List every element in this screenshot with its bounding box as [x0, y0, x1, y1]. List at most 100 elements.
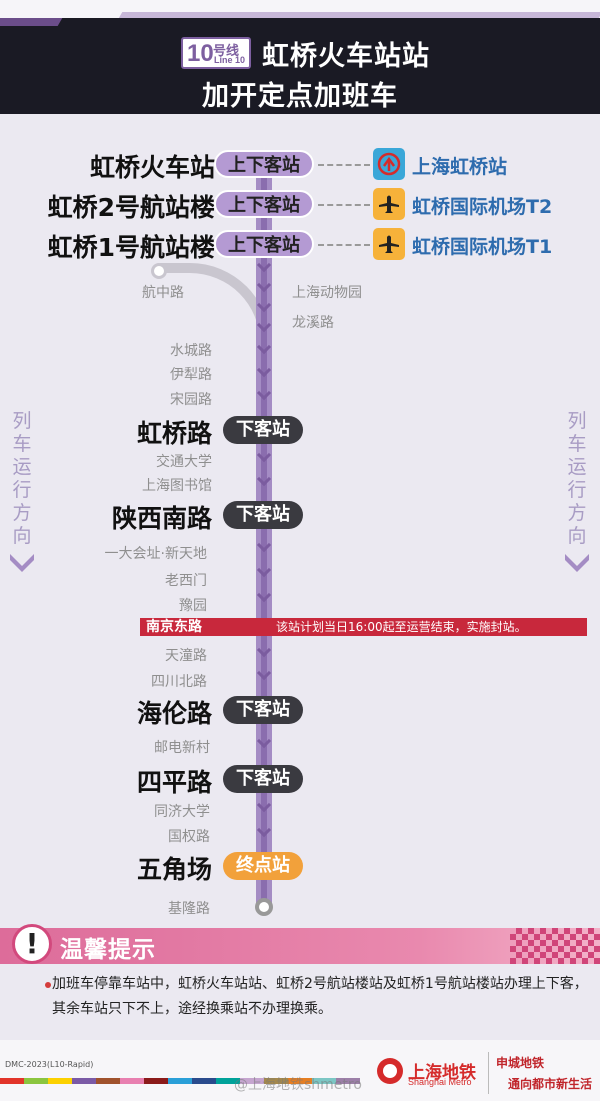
logo-cn: 上海地铁: [408, 1063, 476, 1083]
line-color-bar: [24, 1078, 48, 1084]
station-minor: 一大会址·新天地: [104, 546, 207, 562]
footer: [0, 1040, 600, 1101]
line-color-bar: [216, 1078, 240, 1084]
pill-down: 下客站: [223, 501, 303, 529]
line-color-bar: [120, 1078, 144, 1084]
line-end-dot: [255, 898, 273, 916]
station-minor: 上海图书馆: [142, 478, 212, 494]
pill-updown: 上下客站: [214, 190, 314, 218]
line-color-bar: [240, 1078, 264, 1084]
logo-en: Shanghai Metro: [408, 1077, 472, 1087]
direction-char: 行: [567, 479, 587, 501]
pill-down: 下客站: [223, 765, 303, 793]
branch-end-dot: [151, 263, 167, 279]
header-top-strip: [0, 0, 600, 20]
line-color-bar: [144, 1078, 168, 1084]
notice-text: 加班车停靠车站中，虹桥火车站站、虹桥2号航站楼站及虹桥1号航站楼站办理上下客，其…: [52, 976, 588, 1017]
line-color-bar: [168, 1078, 192, 1084]
transfer-airport-t2: 虹桥国际机场T2: [412, 196, 553, 218]
document-code: DMC-2023(L10-Rapid): [5, 1060, 94, 1069]
pill-down: 下客站: [223, 416, 303, 444]
station-minor: 天潼路: [165, 648, 207, 664]
notice-title: 温馨提示: [60, 937, 156, 963]
direction-char: 运: [567, 456, 587, 478]
station-minor: 水城路: [170, 343, 212, 359]
transfer-hongqiao-station: 上海虹桥站: [412, 156, 508, 178]
watermark: @上海地铁shmetro: [234, 1077, 362, 1093]
station-minor: 老西门: [165, 573, 207, 589]
direction-char: 向: [12, 525, 32, 547]
station-wujiaochang: 五角场: [136, 855, 212, 884]
branch-line: [160, 263, 270, 343]
direction-char: 运: [12, 456, 32, 478]
station-hongqiao-t2: 虹桥2号航站楼: [47, 193, 215, 222]
line-en: Line 10: [214, 55, 246, 65]
station-longxi-road: 龙溪路: [292, 315, 334, 331]
pill-updown: 上下客站: [214, 230, 314, 258]
line-color-bar: [312, 1078, 336, 1084]
pill-terminal: 终点站: [223, 852, 303, 880]
direction-char: 行: [12, 479, 32, 501]
exclamation-icon: !: [12, 924, 52, 964]
closure-station: 南京东路: [146, 619, 202, 635]
line-cn: 号线: [213, 44, 240, 59]
line-color-bar: [96, 1078, 120, 1084]
pill-down: 下客站: [223, 696, 303, 724]
arrow-down-icon: [10, 554, 34, 572]
station-minor: 基隆路: [168, 901, 210, 917]
line-color-bar: [0, 1078, 24, 1084]
station-shanghai-zoo: 上海动物园: [292, 285, 362, 301]
header: [0, 18, 600, 114]
direction-label-right: 列车运行方向: [561, 410, 593, 548]
closure-text: 该站计划当日16:00起至运营结束，实施封站。: [276, 620, 527, 634]
station-siping-road: 四平路: [136, 768, 212, 797]
station-minor: 国权路: [168, 829, 210, 845]
direction-char: 列: [567, 410, 587, 432]
station-minor: 同济大学: [154, 804, 210, 820]
transfer-dash: [318, 244, 370, 246]
notice-header: [0, 928, 600, 964]
arrow-down-icon: [565, 554, 589, 572]
shanghai-metro-logo-icon: [377, 1058, 403, 1084]
station-minor: 伊犁路: [170, 367, 212, 383]
line-badge: 10 号线 Line 10: [181, 37, 251, 69]
line-number: 10: [187, 40, 214, 67]
transfer-dash: [318, 204, 370, 206]
direction-char: 向: [567, 525, 587, 547]
station-hongqiao-t1: 虹桥1号航站楼: [47, 233, 215, 262]
page-title: 虹桥火车站站: [262, 41, 430, 72]
pill-updown: 上下客站: [214, 150, 314, 178]
transfer-airport-t1: 虹桥国际机场T1: [412, 236, 553, 258]
station-hongqiao-railway: 虹桥火车站: [89, 153, 215, 182]
footer-divider: [488, 1052, 489, 1094]
line-color-bar: [192, 1078, 216, 1084]
station-hongqiao-road: 虹桥路: [136, 419, 212, 448]
direction-label-left: 列车运行方向: [6, 410, 38, 548]
station-minor: 交通大学: [156, 454, 212, 470]
station-hailun-road: 海伦路: [136, 699, 212, 728]
station-minor: 邮电新村: [154, 740, 210, 756]
closure-banner: 南京东路 该站计划当日16:00起至运营结束，实施封站。: [140, 618, 587, 636]
station-minor: 豫园: [179, 598, 207, 614]
line-color-bar: [288, 1078, 312, 1084]
airplane-icon: [373, 188, 405, 220]
transfer-dash: [318, 164, 370, 166]
slogan-line2: 通向都市新生活: [508, 1077, 593, 1091]
line-color-bar: [336, 1078, 360, 1084]
station-minor: 宋园路: [170, 392, 212, 408]
slogan-line1: 申城地铁: [496, 1056, 545, 1070]
direction-char: 车: [12, 433, 32, 455]
station-shaanxi-south-road: 陕西南路: [111, 504, 212, 533]
station-hangzhong-road: 航中路: [142, 285, 184, 301]
airplane-icon: [373, 228, 405, 260]
line-color-bar: [264, 1078, 288, 1084]
page-subtitle: 加开定点加班车: [202, 81, 398, 112]
line-color-bar: [48, 1078, 72, 1084]
bullet-icon: [45, 982, 51, 988]
direction-char: 车: [567, 433, 587, 455]
station-minor: 四川北路: [151, 674, 207, 690]
railway-icon: [373, 148, 405, 180]
direction-char: 方: [567, 502, 587, 524]
direction-char: 列: [12, 410, 32, 432]
line-color-bar: [72, 1078, 96, 1084]
